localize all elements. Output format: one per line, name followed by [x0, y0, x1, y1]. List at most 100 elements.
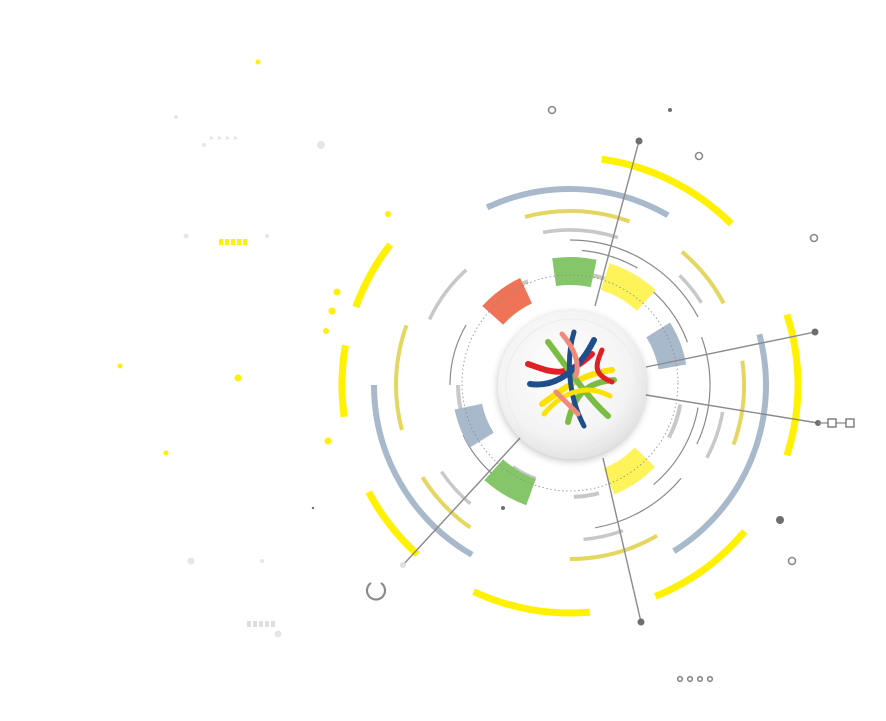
dot-icon: [311, 506, 315, 510]
light-gray-arc: [440, 470, 472, 506]
faint-dot-icon: [260, 559, 264, 563]
green-band: [484, 459, 536, 506]
ring-icon: [686, 675, 694, 683]
faint-dot-icon: [317, 141, 325, 149]
green-band: [552, 257, 597, 288]
mustard-arc: [731, 360, 746, 446]
thin-gray-arc: [653, 407, 699, 486]
blue-band: [646, 322, 687, 370]
faint-arrow-icon: [218, 136, 222, 140]
gray-tick-icon: [253, 621, 257, 627]
yellow-dot-icon: [117, 363, 123, 369]
mustard-arc: [524, 209, 631, 224]
faint-dot-icon: [265, 234, 269, 238]
faint-dot-icon: [274, 630, 282, 638]
square-icon: [845, 418, 855, 428]
outer-yellow-arc: [783, 313, 802, 457]
logo-ribbon: [539, 367, 615, 407]
yellow-tick-icon: [231, 239, 235, 245]
logo-ribbon: [594, 347, 615, 385]
ring-icon: [696, 675, 704, 683]
refresh-ring-icon: [365, 582, 387, 601]
pointer-line: [645, 394, 819, 424]
faint-arrow-icon: [234, 136, 238, 140]
gray-tick-icon: [265, 621, 269, 627]
pointer-line: [402, 437, 521, 566]
yellow-dot-icon: [328, 307, 336, 315]
ring-icon: [809, 233, 819, 243]
coral-band: [482, 278, 532, 325]
mustard-arc: [420, 476, 472, 530]
pointer-line: [645, 331, 816, 368]
gray-tick-icon: [271, 621, 275, 627]
steel-blue-arc: [371, 384, 474, 558]
ring-icon: [787, 556, 797, 566]
gray-tick-icon: [247, 621, 251, 627]
yellow-tick-icon: [225, 239, 229, 245]
yellow-band: [600, 263, 656, 311]
thin-gray-arc: [581, 249, 638, 269]
faint-arrow-icon: [210, 136, 214, 140]
dot-icon: [400, 562, 406, 568]
thin-gray-arc: [449, 324, 467, 386]
ring-icon: [547, 105, 557, 115]
yellow-dot-icon: [324, 437, 332, 445]
steel-blue-arc: [485, 186, 670, 218]
gray-tick-icon: [259, 621, 263, 627]
scattered-decoration-group: [117, 59, 819, 683]
faint-dot-icon: [174, 115, 178, 119]
mustard-arc: [680, 250, 726, 305]
outer-yellow-arc: [365, 490, 420, 558]
outer-yellow-arc: [472, 588, 591, 617]
outer-yellow-arc: [654, 529, 748, 600]
outer-yellow-arc: [601, 155, 734, 227]
light-gray-arc: [542, 228, 619, 240]
light-gray-arc: [705, 411, 725, 459]
pointer-line: [594, 140, 640, 307]
logo-ribbon: [559, 331, 580, 379]
dot-icon: [811, 328, 819, 336]
callout-pointer-lines: [400, 137, 855, 626]
hub-inner-ring: [505, 318, 639, 452]
dot-icon: [501, 506, 505, 510]
outer-yellow-arc: [338, 344, 349, 418]
mustard-arc: [569, 533, 658, 561]
yellow-dot-icon: [255, 59, 261, 65]
faint-dot-icon: [183, 233, 189, 239]
light-gray-arc: [583, 529, 624, 542]
center-hub: [461, 274, 679, 492]
faint-dot-icon: [187, 557, 195, 565]
logo-ribbon: [541, 387, 613, 417]
faint-dot-icon: [202, 143, 206, 147]
yellow-tick-icon: [243, 239, 247, 245]
light-gray-arc: [427, 268, 468, 321]
outer-yellow-arc: [352, 242, 394, 309]
square-icon: [827, 418, 837, 428]
thin-gray-arc: [569, 239, 699, 318]
inner-gray-dash: [667, 404, 683, 439]
ring-icon: [706, 675, 714, 683]
logo-ribbon: [553, 389, 581, 417]
logo-ribbon: [545, 339, 611, 419]
dot-icon: [635, 137, 643, 145]
yellow-tick-icon: [219, 239, 223, 245]
yellow-tick-icon: [237, 239, 241, 245]
light-gray-arc: [678, 274, 703, 304]
multicolor-ribbon-logo-icon: [525, 329, 617, 429]
yellow-dot-icon: [385, 211, 391, 217]
blue-band: [454, 403, 494, 448]
hub-outer-dotted-ring: [461, 274, 679, 492]
ring-icon: [694, 151, 704, 161]
mustard-arc: [394, 324, 409, 431]
dot-icon: [637, 618, 645, 626]
pointer-line: [602, 457, 642, 623]
yellow-dot-icon: [333, 288, 341, 296]
thin-gray-arc: [595, 477, 682, 529]
inner-gray-dash: [573, 491, 600, 499]
yellow-dot-icon: [323, 328, 329, 334]
thin-gray-arc: [696, 336, 711, 445]
faint-arrow-icon: [226, 136, 230, 140]
dot-icon: [668, 108, 672, 112]
yellow-dot-icon: [163, 450, 169, 456]
